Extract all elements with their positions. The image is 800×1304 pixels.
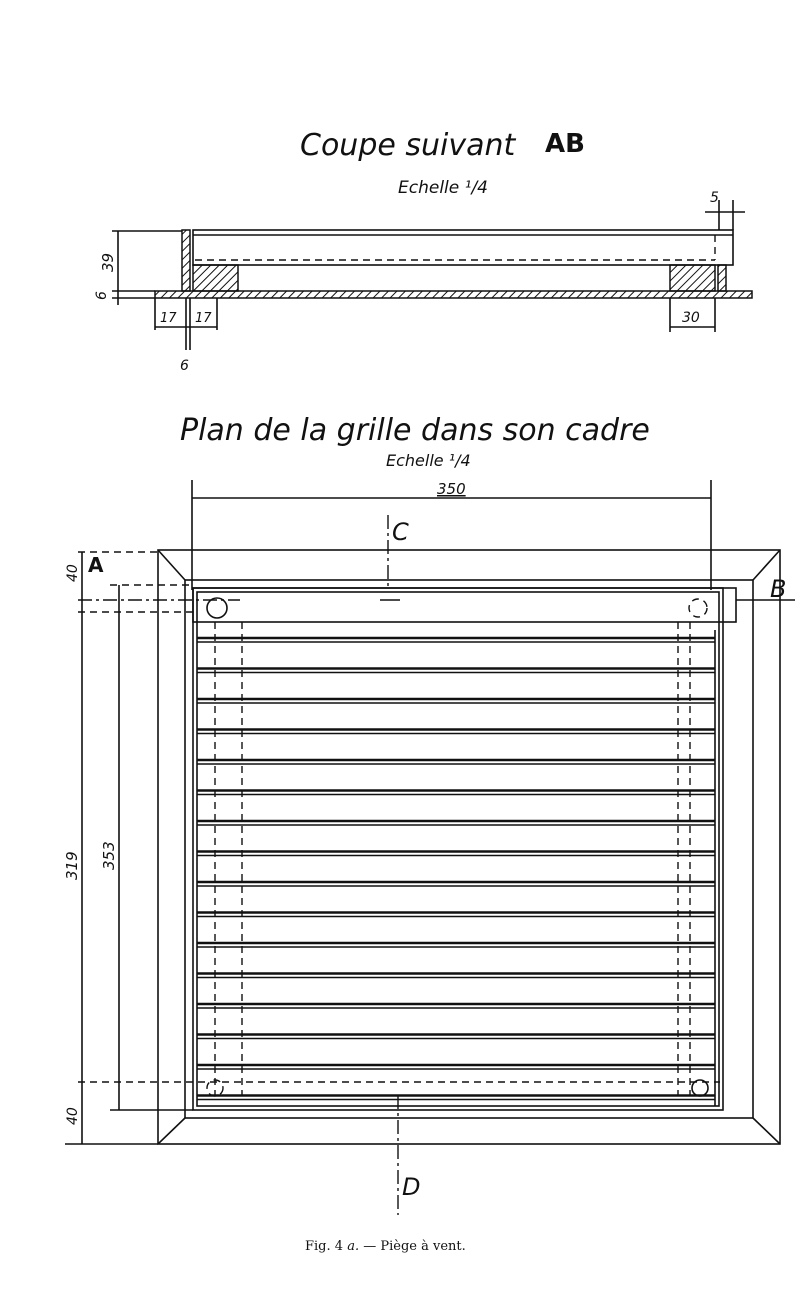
dim-40-top: 40 [65,564,81,582]
plan-scale: Echelle ¹/4 [386,451,471,470]
dim-319: 319 [63,851,81,880]
figure-caption: Fig. 4 a. — Piège à vent. [305,1239,466,1254]
label-b: B [770,575,786,603]
caption-fig: Fig. 4 [305,1239,343,1254]
label-d: D [402,1173,420,1201]
dim-17-left: 17 [160,311,177,326]
plan-title: Plan de la grille dans son cadre Echelle… [180,413,650,470]
section-title-text: Coupe suivant [300,128,516,163]
section-scale: Echelle ¹/4 [398,178,488,198]
grille-bars [197,636,715,1101]
dim-30: 30 [682,310,700,326]
caption-text: — Piège à vent. [363,1239,466,1254]
label-c: C [392,518,409,546]
dim-6-base: 6 [94,291,110,300]
section-drawing: 39 6 17 17 6 30 5 [94,190,753,374]
plan-drawing: 350 40 319 353 40 [63,480,795,1215]
label-a: A [88,553,104,577]
dim-39: 39 [99,253,117,272]
dim-6-wall: 6 [180,358,189,374]
section-title-letters: AB [545,129,585,159]
section-title: Coupe suivant AB Echelle ¹/4 [300,128,585,198]
dim-17-right: 17 [195,311,212,326]
dim-5: 5 [710,190,719,206]
dim-353: 353 [100,841,118,870]
dim-40-bottom: 40 [65,1107,81,1125]
dim-350: 350 [437,480,466,498]
caption-letter: a. [347,1239,359,1254]
plan-title-text: Plan de la grille dans son cadre [180,413,650,448]
